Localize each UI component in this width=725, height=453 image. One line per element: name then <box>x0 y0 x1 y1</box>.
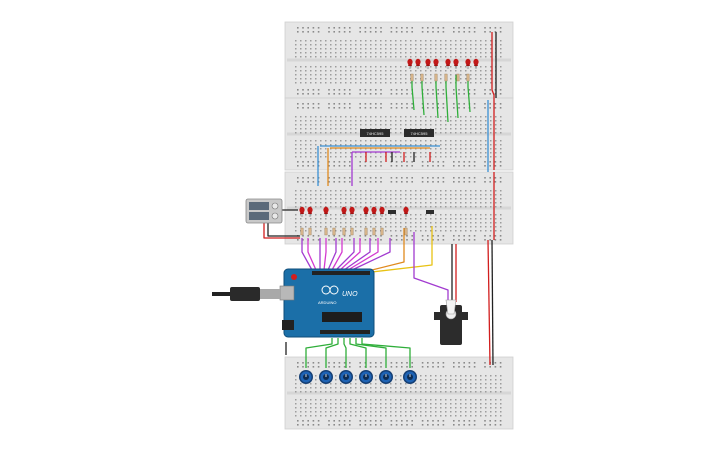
shift-register-chip-1[interactable]: 74HC595 <box>360 129 390 137</box>
wire-fan-10[interactable] <box>347 238 379 271</box>
resistor-1[interactable] <box>300 227 304 236</box>
red-led-icon-top-1[interactable] <box>407 58 413 69</box>
red-led-icon-top-7[interactable] <box>465 58 471 69</box>
wire-fan-6[interactable] <box>331 238 343 271</box>
red-led-icon-top-8[interactable] <box>473 58 479 69</box>
resistor-top-5[interactable] <box>456 73 460 82</box>
resistor-9[interactable] <box>380 227 384 236</box>
potentiometer-icon-1[interactable] <box>299 370 313 384</box>
red-led-icon-top-4[interactable] <box>433 58 439 69</box>
wire-fan-8[interactable] <box>339 238 361 271</box>
power-jack-icon <box>282 320 294 330</box>
red-led-icon-mid-6[interactable] <box>363 206 369 217</box>
potentiometer-icon-5[interactable] <box>379 370 393 384</box>
potentiometer-icon-2[interactable] <box>319 370 333 384</box>
potentiometer-icon-3[interactable] <box>339 370 353 384</box>
red-led-icon-mid-3[interactable] <box>323 206 329 217</box>
wire-pot-1[interactable] <box>305 338 333 368</box>
wire-pot-5[interactable] <box>355 338 387 368</box>
wire-fan-9[interactable] <box>343 238 371 271</box>
resistor-7[interactable] <box>364 227 368 236</box>
breadboard-bottom[interactable] <box>284 356 514 430</box>
resistor-top-1[interactable] <box>410 73 414 82</box>
resistor-2[interactable] <box>308 227 312 236</box>
wire-fan-1[interactable] <box>301 238 313 271</box>
wire-rail-black-2[interactable] <box>491 239 494 366</box>
board-brand: ARDUINO <box>318 300 336 305</box>
red-led-icon-top-2[interactable] <box>415 58 421 69</box>
chip-1-label: 74HC595 <box>367 131 385 136</box>
red-led-icon-mid-8[interactable] <box>379 206 385 217</box>
usb-port-icon <box>279 285 295 301</box>
resistor-5[interactable] <box>342 227 346 236</box>
breadboard-top[interactable] <box>284 21 514 99</box>
red-led-icon-mid-9[interactable] <box>403 206 409 217</box>
servo-motor-icon[interactable] <box>434 299 468 345</box>
chip-2-label: 74HC595 <box>411 131 429 136</box>
arduino-uno-board[interactable]: UNO ARDUINO <box>279 268 375 338</box>
wire-pot-3[interactable] <box>343 338 347 368</box>
wire-fan-2[interactable] <box>307 238 317 271</box>
resistor-3[interactable] <box>324 227 328 236</box>
reset-button-icon[interactable] <box>291 274 297 280</box>
breadboard-middle[interactable] <box>284 97 514 171</box>
wire-rail-red-3[interactable] <box>487 239 491 366</box>
header-digital <box>312 271 370 275</box>
red-led-icon-mid-1[interactable] <box>299 206 305 217</box>
red-led-icon-top-3[interactable] <box>425 58 431 69</box>
wire-servo-signal[interactable] <box>413 232 449 302</box>
breadboard-lower[interactable] <box>284 171 514 245</box>
wire-fan-11[interactable] <box>351 238 391 271</box>
resistor-6[interactable] <box>350 227 354 236</box>
resistor-top-2[interactable] <box>420 73 424 82</box>
resistor-10[interactable] <box>404 227 408 236</box>
red-led-icon-mid-7[interactable] <box>371 206 377 217</box>
wire-pot-6[interactable] <box>361 338 411 368</box>
board-logo: UNO <box>342 291 358 298</box>
header-analog <box>320 330 370 334</box>
resistor-4[interactable] <box>332 227 336 236</box>
wire-pot-4[interactable] <box>349 338 367 368</box>
small-chip-1[interactable] <box>388 210 396 214</box>
power-supply-icon[interactable] <box>245 198 283 224</box>
resistor-top-6[interactable] <box>466 73 470 82</box>
atmega-chip <box>322 312 362 322</box>
red-led-icon-mid-2[interactable] <box>307 206 313 217</box>
red-led-icon-mid-5[interactable] <box>349 206 355 217</box>
wire-green-led-5[interactable] <box>455 75 459 119</box>
shift-register-chip-2[interactable]: 74HC595 <box>404 129 434 137</box>
resistor-top-3[interactable] <box>434 73 438 82</box>
potentiometer-group[interactable] <box>299 370 417 384</box>
resistor-8[interactable] <box>372 227 376 236</box>
wire-rail-red-1[interactable] <box>491 32 495 170</box>
potentiometer-icon-6[interactable] <box>403 370 417 384</box>
potentiometer-icon-4[interactable] <box>359 370 373 384</box>
wire-fan-4[interactable] <box>323 238 327 271</box>
small-chip-2[interactable] <box>426 210 434 214</box>
wire-fan-5[interactable] <box>327 238 337 271</box>
wire-supply-black[interactable] <box>267 220 300 237</box>
wire-yellow-to-board[interactable] <box>371 226 433 273</box>
usb-cable-icon[interactable] <box>212 287 280 301</box>
red-led-icon-top-5[interactable] <box>445 58 451 69</box>
resistor-top-4[interactable] <box>444 73 448 82</box>
led-group[interactable] <box>299 58 479 236</box>
wire-fan-7[interactable] <box>335 238 355 271</box>
wire-orange-to-board[interactable] <box>371 228 405 271</box>
wire-supply-red[interactable] <box>263 220 300 239</box>
red-led-icon-top-6[interactable] <box>453 58 459 69</box>
wire-pot-2[interactable] <box>325 338 339 368</box>
red-led-icon-mid-4[interactable] <box>341 206 347 217</box>
